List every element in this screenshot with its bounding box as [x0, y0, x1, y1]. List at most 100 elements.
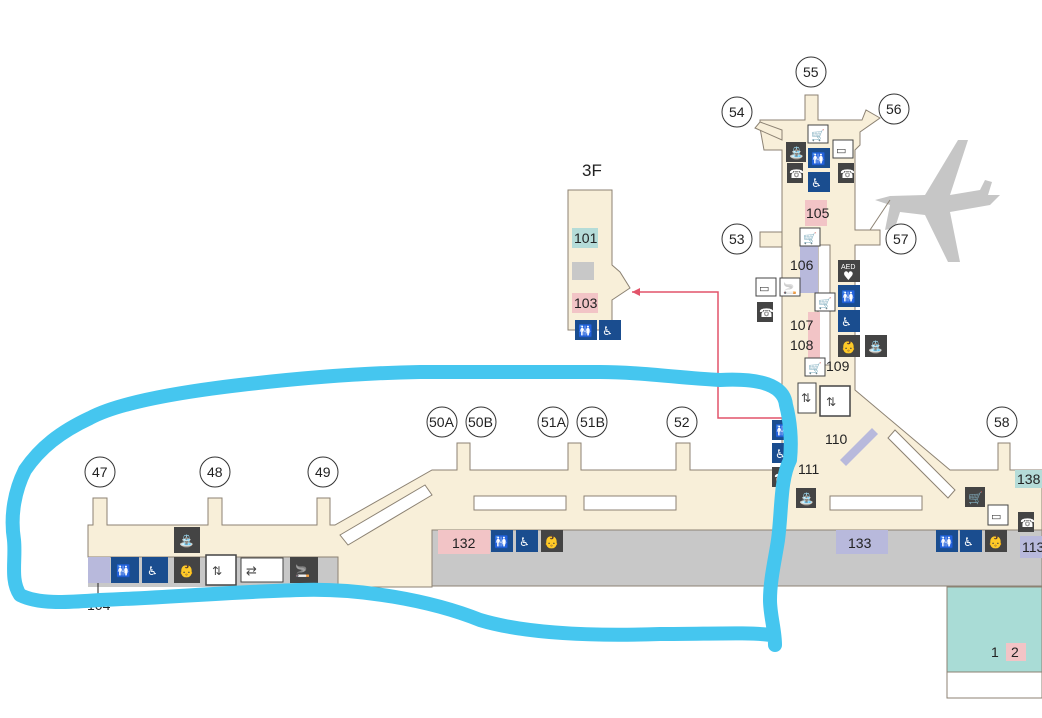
- shop-2-area: [1006, 643, 1026, 661]
- restroom-icon: 🚻: [491, 530, 513, 552]
- svg-text:♿: ♿: [963, 535, 974, 549]
- escalators: [339, 244, 956, 546]
- svg-text:▭: ▭: [836, 144, 846, 157]
- svg-text:🛒: 🛒: [803, 232, 817, 245]
- moving-walkway-icon: ⇄: [240, 557, 284, 583]
- svg-text:56: 56: [886, 101, 902, 117]
- nursing-room-icon: 👶: [541, 530, 563, 552]
- svg-text:☎: ☎: [789, 167, 804, 181]
- facility-103-label: 103: [574, 295, 598, 311]
- svg-text:🚻: 🚻: [578, 324, 593, 338]
- bottom-right-room: [946, 586, 1042, 699]
- facility-105-label: 105: [806, 205, 830, 221]
- route-line: [632, 291, 782, 419]
- drinking-fountain-icon: ⛲: [865, 335, 887, 357]
- facility-111-label: 111: [798, 461, 819, 477]
- svg-text:▭: ▭: [991, 510, 1001, 523]
- svg-text:🛒: 🛒: [811, 129, 825, 142]
- luggage-cart-icon: 🛒: [814, 292, 836, 312]
- gate-51b[interactable]: 51B: [576, 406, 608, 438]
- aed-label: AED: [841, 264, 855, 271]
- telephone-icon: ☎: [838, 163, 855, 183]
- shop-133-area: [836, 530, 888, 554]
- gate-58[interactable]: 58: [986, 406, 1018, 438]
- internet-terminal-icon: ▭: [755, 277, 777, 297]
- restroom-icon: 🚻: [111, 557, 139, 583]
- restroom-icon: 🚻: [808, 148, 830, 168]
- gate-49[interactable]: 49: [307, 456, 339, 488]
- gate-51a[interactable]: 51A: [537, 406, 569, 438]
- svg-text:⇅: ⇅: [212, 564, 222, 578]
- gate-56[interactable]: 56: [878, 93, 910, 125]
- nursing-room-icon: 👶: [838, 335, 860, 357]
- smoking-room-icon: 🚬: [290, 557, 318, 583]
- gate-48[interactable]: 48: [199, 456, 231, 488]
- svg-text:🚻: 🚻: [939, 535, 954, 549]
- shop-103-area: [572, 293, 598, 313]
- svg-text:51A: 51A: [541, 414, 567, 430]
- gate-53[interactable]: 53: [721, 223, 753, 255]
- aed-icon: AED♥: [838, 260, 860, 283]
- svg-text:♿: ♿: [775, 447, 786, 461]
- shop-101-area: [572, 228, 598, 248]
- svg-text:♿: ♿: [147, 564, 158, 578]
- svg-text:⇅: ⇅: [826, 395, 836, 409]
- svg-text:52: 52: [674, 414, 690, 430]
- gate-54[interactable]: 54: [721, 96, 753, 128]
- svg-text:49: 49: [315, 464, 331, 480]
- facility-2-label: 2: [1011, 644, 1019, 660]
- svg-text:🛒: 🛒: [808, 362, 822, 375]
- concourse: [87, 94, 1042, 588]
- store-blocks: 132 133 138 113 105 106 107 108 109 110 …: [87, 200, 1042, 661]
- smoking-room-icon: 🚬: [779, 277, 801, 297]
- internet-terminal-icon: ▭: [987, 504, 1009, 526]
- facility-108-label: 108: [790, 337, 814, 353]
- svg-text:▭: ▭: [759, 282, 769, 295]
- svg-text:⇄: ⇄: [246, 564, 257, 579]
- gate-57[interactable]: 57: [885, 223, 917, 255]
- restroom-icon: 🚻: [838, 285, 860, 307]
- nursing-room-icon: 👶: [985, 530, 1007, 552]
- internet-terminal-icon: ▭: [832, 139, 854, 159]
- accessible-restroom-icon: ♿: [960, 530, 982, 552]
- elevator-icon: ⇅: [819, 385, 851, 417]
- shop-106-area: [800, 245, 818, 293]
- drinking-fountain-icon: ⛲: [796, 488, 816, 508]
- svg-text:⛲: ⛲: [868, 340, 883, 354]
- gate-47[interactable]: 47: [84, 456, 116, 488]
- svg-text:⛲: ⛲: [799, 492, 814, 506]
- shop-107-108-area: [808, 312, 820, 360]
- nursing-room-icon: 👶: [174, 557, 200, 583]
- svg-text:☎: ☎: [759, 306, 774, 320]
- svg-text:☎: ☎: [840, 167, 855, 181]
- svg-text:53: 53: [729, 231, 745, 247]
- svg-text:🚻: 🚻: [811, 152, 826, 166]
- gate-55[interactable]: 55: [795, 56, 827, 88]
- gate-50a[interactable]: 50A: [426, 406, 458, 438]
- svg-text:♿: ♿: [811, 176, 822, 190]
- luggage-cart-icon: 🛒: [807, 124, 829, 144]
- svg-text:🚻: 🚻: [116, 564, 131, 578]
- elevator-icon: ⇅: [205, 554, 237, 586]
- svg-text:57: 57: [893, 231, 909, 247]
- airplane-icon: [869, 140, 1000, 262]
- accessible-restroom-icon: ♿: [599, 320, 621, 340]
- elevator-area: [572, 262, 594, 280]
- gate-markers: 47 48 49 50A 50B 51A 51B 52 53 54 55 56 …: [84, 56, 1018, 488]
- svg-text:48: 48: [207, 464, 223, 480]
- svg-text:🚻: 🚻: [841, 290, 856, 304]
- accessible-restroom-icon: ♿: [838, 310, 860, 332]
- svg-text:⇅: ⇅: [801, 391, 811, 405]
- facility-138-label: 138: [1017, 471, 1041, 487]
- gate-52[interactable]: 52: [666, 406, 698, 438]
- facility-1-label: 1: [991, 644, 999, 660]
- gate-50b[interactable]: 50B: [465, 406, 497, 438]
- facility-109-label: 109: [826, 358, 850, 374]
- svg-text:51B: 51B: [580, 414, 605, 430]
- shop-105-area: [805, 200, 827, 226]
- luggage-cart-icon: 🛒: [965, 487, 985, 507]
- facility-133-label: 133: [848, 535, 872, 551]
- shop-138-area: [1015, 470, 1042, 488]
- svg-text:♿: ♿: [519, 535, 530, 549]
